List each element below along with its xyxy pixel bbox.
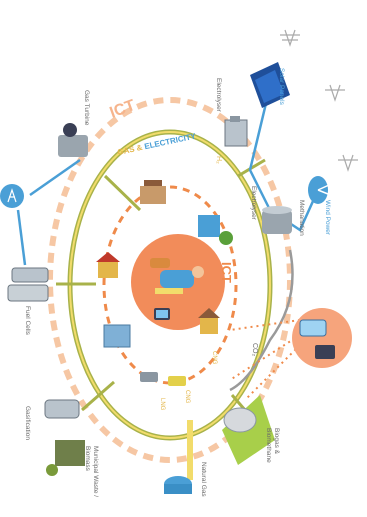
office-left: [103, 324, 131, 348]
fuel-cells-icon: [7, 267, 49, 302]
municipal-waste-icon: [46, 440, 85, 476]
co2-line: [229, 249, 294, 392]
label-h2: H₂: [215, 156, 222, 164]
electric-tower-circle: [0, 184, 24, 208]
label-cng: CNG: [211, 351, 217, 365]
grid-spokes: [56, 158, 266, 412]
solar-panels-icon: [250, 62, 290, 108]
building-top: [140, 180, 166, 204]
ict-outer-ring: [47, 97, 293, 463]
house-right: [198, 308, 220, 334]
renewable-lines: [16, 94, 320, 266]
gasification-icon: [44, 399, 80, 419]
label-wind-power: Wind Power: [324, 200, 331, 236]
natural-gas-icon: [164, 476, 192, 494]
electrolyser-methanation-icon: [262, 206, 292, 234]
label-municipal-waste: Municipal Waste /: [92, 446, 99, 497]
label-biomass: Biomass: [84, 446, 91, 472]
biogas-icon: [222, 395, 275, 465]
building-right-top: [198, 215, 233, 245]
label-electrolyser-top: Electrolyser: [215, 78, 222, 113]
house-left: [96, 252, 120, 278]
meter-icon: [299, 319, 327, 337]
label-cng-2: CNG: [184, 390, 190, 404]
vehicles: [140, 372, 186, 386]
label-electrolyser: Electrolyser: [250, 186, 257, 221]
wind-power-icon: [308, 176, 341, 204]
label-co2: CO₂: [251, 343, 258, 357]
gas-turbine-icon: [58, 123, 88, 157]
label-methanation: Methanation: [298, 200, 305, 236]
label-ict-outer: ICT: [108, 97, 138, 122]
label-gas-turbine: Gas Turbine: [83, 90, 90, 126]
label-lng: LNG: [159, 398, 165, 411]
label-natural-gas: Natural Gas: [200, 462, 207, 497]
transmission-tower-icon: [280, 29, 358, 172]
label-biogas: Biogas &: [273, 428, 280, 455]
electrolyser-top-icon: [224, 116, 248, 147]
label-ict-inner: ICT: [219, 262, 234, 283]
hub-people-icon: [150, 258, 204, 320]
tablet-icon: [315, 345, 335, 359]
label-biomethane: Biomethane: [265, 428, 272, 463]
appliance-links: [229, 319, 301, 401]
label-solar-panels: Solar Panels: [278, 68, 285, 106]
label-fuel-cells: Fuel Cells: [24, 306, 31, 336]
label-gasification: Gasification: [24, 406, 31, 440]
ict-inner-ring: [102, 185, 238, 385]
